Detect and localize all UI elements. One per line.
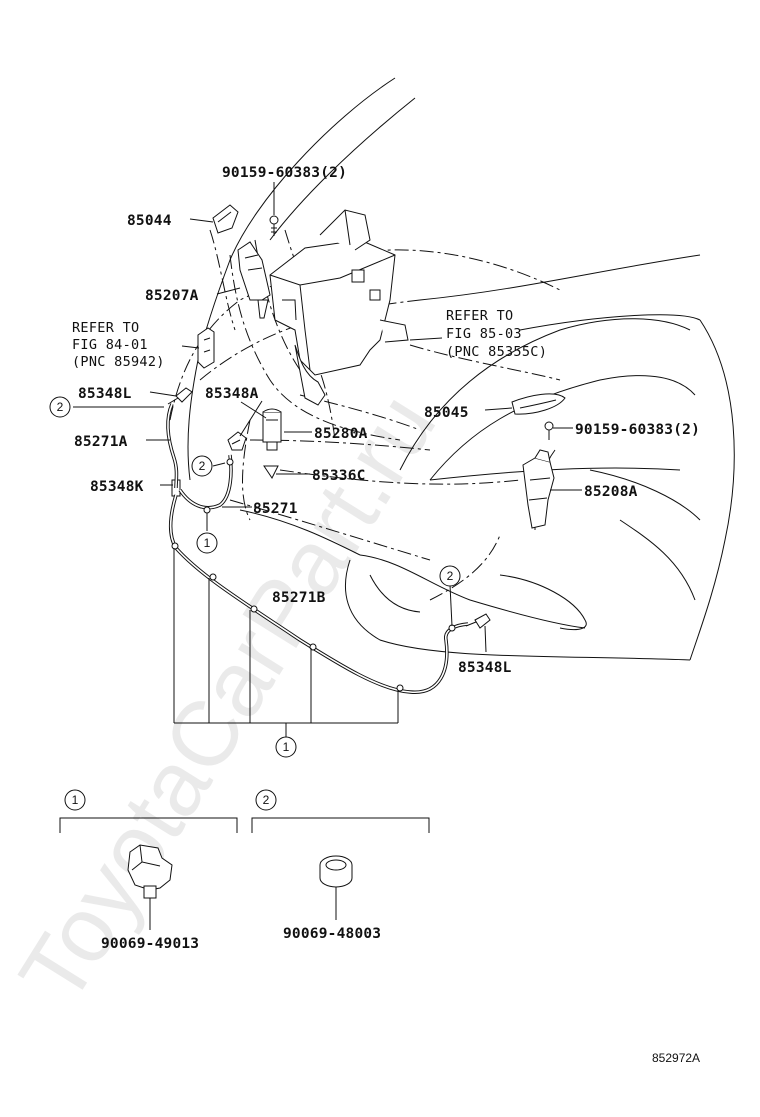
refer-note-right: REFER TO FIG 85-03 (PNC 85355C): [446, 308, 547, 360]
svg-text:(PNC 85942): (PNC 85942): [72, 354, 165, 370]
label-85336C: 85336C: [312, 468, 366, 484]
clip-90069-49013: [127, 844, 173, 930]
part-85348L-check-valve-top: [167, 387, 193, 405]
label-90069-49013: 90069-49013: [101, 936, 199, 952]
label-85348A: 85348A: [205, 386, 259, 402]
svg-text:REFER TO: REFER TO: [446, 308, 513, 324]
label-85280A: 85280A: [314, 426, 368, 442]
part-85207A-washer-nozzle: [237, 241, 271, 319]
washer-tank: [269, 209, 409, 406]
svg-text:1: 1: [283, 740, 290, 754]
part-labels: 90159-60383(2) 85044 85207A 85348L 85348…: [74, 165, 700, 676]
label-85207A: 85207A: [145, 288, 199, 304]
label-85348L-top: 85348L: [78, 386, 132, 402]
callout-circle-1-mid: 1: [196, 532, 218, 554]
part-85280A-washer-motor: [262, 408, 282, 451]
figure-number: 852972A: [652, 1051, 700, 1065]
callout-circle-2-right: 2: [439, 565, 461, 587]
bolt-90159-top: [269, 215, 279, 236]
label-85045: 85045: [424, 405, 469, 421]
svg-text:REFER TO: REFER TO: [72, 320, 139, 336]
hoses: [166, 403, 469, 694]
part-85348A-elbow: [227, 431, 247, 451]
svg-text:FIG 84-01: FIG 84-01: [72, 337, 148, 353]
svg-text:2: 2: [447, 569, 454, 583]
label-85044: 85044: [127, 213, 172, 229]
svg-text:FIG 85-03: FIG 85-03: [446, 326, 522, 342]
vehicle-body-outline: [187, 77, 735, 661]
svg-text:2: 2: [199, 459, 206, 473]
leader-lines: [73, 182, 582, 737]
part-85336C-grommet: [263, 465, 279, 479]
label-85348L-bottom: 85348L: [458, 660, 512, 676]
watermark: ToyotaCarPart.ru: [0, 377, 455, 1021]
callout-circle-1-bottom: 1: [275, 736, 297, 758]
label-85271A: 85271A: [74, 434, 128, 450]
svg-text:2: 2: [263, 793, 270, 807]
svg-text:2: 2: [57, 400, 64, 414]
svg-text:1: 1: [72, 793, 79, 807]
label-90159-top: 90159-60383(2): [222, 165, 347, 181]
bolt-90159-right: [544, 421, 554, 440]
refer-note-left: REFER TO FIG 84-01 (PNC 85942): [72, 320, 165, 370]
legend-group-1: 1 90069-49013: [59, 789, 238, 952]
label-85271: 85271: [253, 501, 298, 517]
clamp-90069-48003: [319, 855, 353, 920]
part-85208A-washer-nozzle: [522, 449, 555, 529]
label-90069-48003: 90069-48003: [283, 926, 381, 942]
part-85348L-check-valve-bottom: [465, 613, 491, 629]
label-85348K: 85348K: [90, 479, 144, 495]
label-90159-right: 90159-60383(2): [575, 422, 700, 438]
svg-text:(PNC 85355C): (PNC 85355C): [446, 344, 547, 360]
part-85044-cap: [212, 204, 239, 234]
callout-circle-2-mid: 2: [191, 455, 213, 477]
legend-group-2: 2 90069-48003: [251, 789, 430, 942]
svg-text:1: 1: [204, 536, 211, 550]
bracket-refer-left: [197, 327, 215, 369]
part-85045-cover: [511, 393, 566, 415]
callout-circle-2-left: 2: [49, 396, 71, 418]
label-85271B: 85271B: [272, 590, 326, 606]
label-85208A: 85208A: [584, 484, 638, 500]
